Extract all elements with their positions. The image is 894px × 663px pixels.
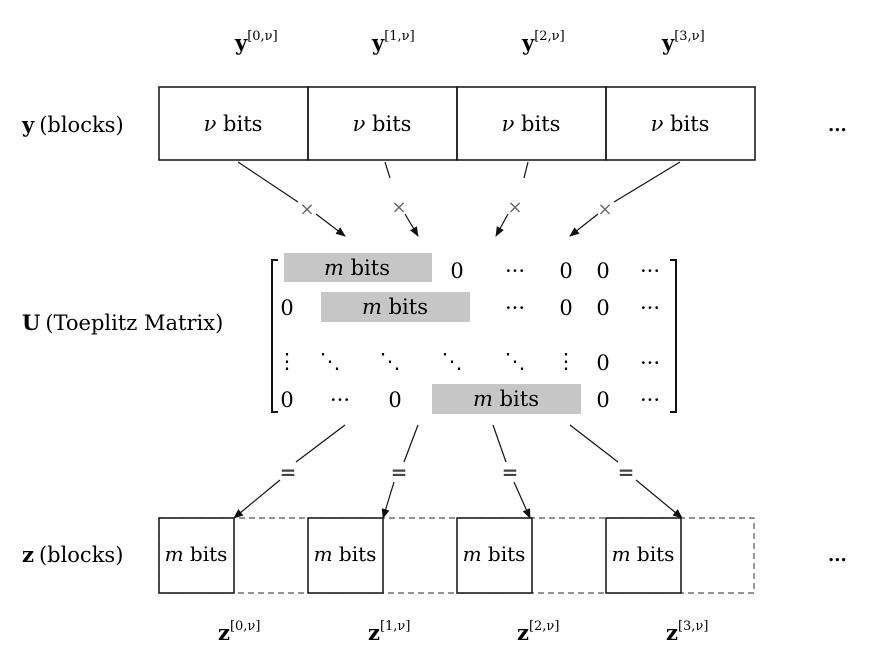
z-cell-0 (158, 517, 235, 594)
mul-arrow-2-a (523, 161, 529, 179)
mul-symbol-0: × (299, 199, 314, 220)
matrix-r3-hdots-end: ··· (640, 388, 660, 412)
z-header-0: z[0,ν] (218, 619, 260, 645)
y-cell-1-label: ν bits (353, 112, 412, 136)
eq-arrow-2-a (492, 424, 507, 463)
y-header-3: y[3,ν] (661, 29, 705, 55)
matrix-r1-hdots-end: ··· (640, 296, 660, 320)
mul-symbol-1: × (391, 197, 406, 218)
z-cell-3-label: m bits (612, 542, 675, 566)
z-header-1: z[1,ν] (368, 619, 410, 645)
matrix-block-label-3: m bits (473, 387, 539, 411)
mul-arrow-1-b (404, 213, 419, 237)
multiply-arrows (237, 161, 681, 237)
matrix-r2-ddots-c: ⋱ (442, 349, 463, 373)
z-cell-1-label: m bits (314, 542, 377, 566)
matrix-r1-zero-c: 0 (596, 296, 609, 320)
eq-arrow-0-b (233, 479, 281, 519)
eq-symbol-1: = (391, 460, 408, 484)
y-header-1: y[1,ν] (371, 29, 415, 55)
matrix-r2-ddots-d: ⋱ (505, 349, 526, 373)
z-row-ellipsis: ... (828, 545, 847, 566)
matrix-r3-hdots: ··· (330, 388, 350, 412)
y-block-row: ν bits ν bits ν bits ν bits ... (158, 86, 847, 161)
eq-arrow-3-b (635, 479, 683, 519)
z-header-2: z[2,ν] (517, 619, 559, 645)
y-row-label: y(blocks) (21, 112, 124, 137)
y-row-ellipsis: ... (828, 115, 847, 136)
matrix-r2-hdots-end: ··· (640, 351, 660, 375)
eq-symbol-3: = (618, 460, 635, 484)
matrix-left-bracket (271, 259, 278, 413)
mul-symbol-3: × (597, 199, 612, 220)
matrix-r2-ddots-a: ⋱ (320, 349, 341, 373)
z-header-3: z[3,ν] (666, 619, 708, 645)
y-cell-2-label: ν bits (502, 112, 561, 136)
y-header-0: y[0,ν] (234, 29, 278, 55)
eq-arrow-3-a (569, 424, 619, 463)
matrix-r3-zero-a: 0 (280, 388, 293, 412)
matrix-block-row-3 (432, 384, 581, 414)
y-cell-3-label: ν bits (651, 112, 710, 136)
matrix-r0-hdots-end: ··· (640, 259, 660, 283)
equals-arrows (233, 424, 683, 519)
z-headers: z[0,ν] z[1,ν] z[2,ν] z[3,ν] (218, 619, 708, 645)
z-cell-2 (456, 517, 533, 594)
eq-arrow-1-a (403, 424, 419, 463)
eq-arrow-0-a (295, 424, 346, 463)
matrix-r1-zero-b: 0 (559, 296, 572, 320)
matrix-r2-vdots-a: ⋮ (277, 349, 298, 373)
matrix-r0-hdots: ··· (505, 259, 525, 283)
eq-arrow-1-b (381, 481, 395, 519)
matrix-r2-vdots-b: ⋮ (556, 349, 577, 373)
mul-arrow-3-a (613, 161, 681, 203)
z-row-label: z(blocks) (22, 542, 123, 567)
z-cell-0-label: m bits (165, 542, 228, 566)
matrix-r1-zero-a: 0 (280, 296, 293, 320)
z-cell-2-label: m bits (463, 542, 526, 566)
eq-symbol-2: = (502, 460, 519, 484)
matrix-r0-zero-a: 0 (450, 259, 463, 283)
y-headers: y[0,ν] y[1,ν] y[2,ν] y[3,ν] (234, 29, 705, 55)
equals-symbols: = = = = (280, 460, 635, 484)
matrix-block-label-1: m bits (362, 295, 428, 319)
toeplitz-matrix: m bits 0 ··· 0 0 ··· 0 m bits ··· 0 0 ··… (271, 253, 677, 414)
y-cell-3 (605, 86, 756, 161)
matrix-block-row-1 (321, 292, 470, 322)
matrix-r2-ddots-b: ⋱ (380, 349, 401, 373)
mul-arrow-2-b (495, 213, 509, 237)
eq-arrow-2-b (513, 481, 531, 519)
eq-symbol-0: = (280, 460, 297, 484)
matrix-block-label-0: m bits (324, 256, 390, 280)
matrix-right-bracket (670, 259, 677, 413)
y-header-2: y[2,ν] (521, 29, 565, 55)
z-cell-3 (605, 517, 682, 594)
u-row-label: U(Toeplitz Matrix) (22, 310, 223, 335)
multiply-symbols: × × × × (299, 197, 612, 220)
mul-arrow-0-b (315, 213, 346, 237)
mul-arrow-3-b (569, 213, 599, 237)
z-cell-1 (307, 517, 384, 594)
matrix-block-row-0 (284, 253, 432, 282)
mul-arrow-1-a (384, 161, 391, 179)
mul-arrow-0-a (237, 161, 299, 203)
z-block-row: m bits m bits m bits m bits ... (158, 517, 847, 594)
matrix-r2-zero: 0 (596, 351, 609, 375)
mul-symbol-2: × (507, 197, 522, 218)
matrix-r3-zero-c: 0 (596, 388, 609, 412)
matrix-r0-zero-c: 0 (596, 259, 609, 283)
matrix-r1-hdots: ··· (505, 296, 525, 320)
matrix-r3-zero-b: 0 (388, 388, 401, 412)
y-cell-0-label: ν bits (204, 112, 263, 136)
matrix-r0-zero-b: 0 (559, 259, 572, 283)
